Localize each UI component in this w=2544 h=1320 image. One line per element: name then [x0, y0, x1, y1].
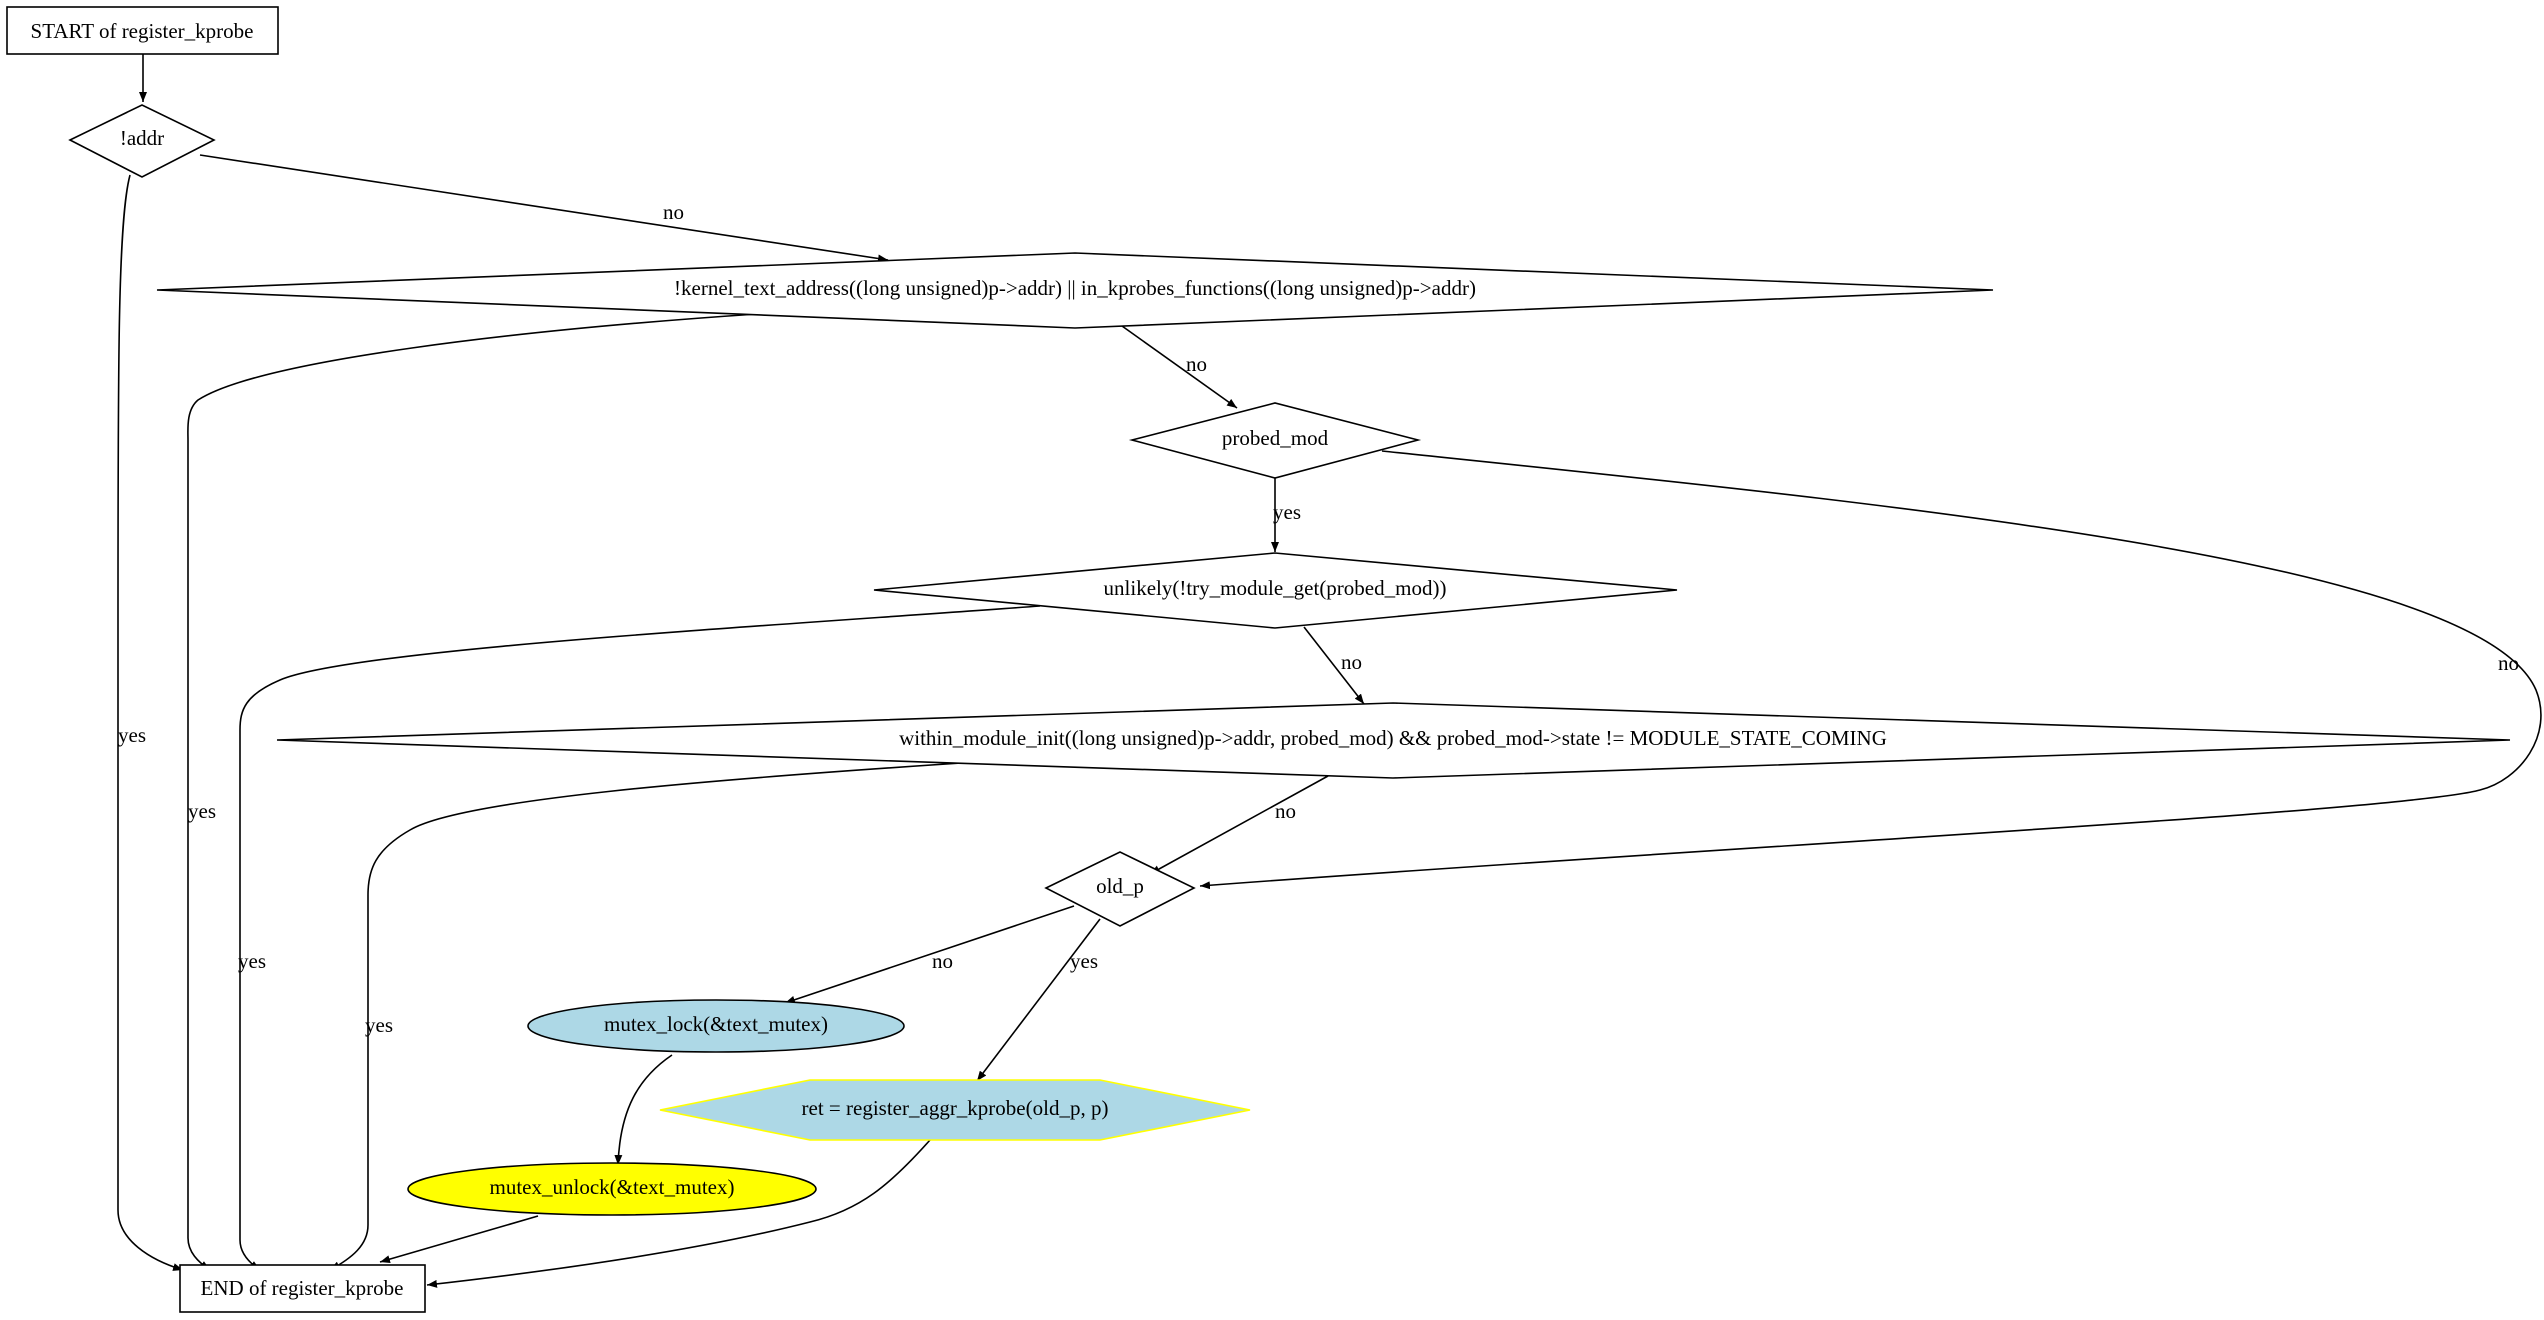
try-module-get-decision-label: unlikely(!try_module_get(probed_mod)) [1104, 576, 1447, 600]
mutex-unlock-node: mutex_unlock(&text_mutex) [407, 1162, 817, 1216]
edge-label-no: no [663, 200, 684, 224]
old-p-decision-node: old_p [1044, 851, 1196, 927]
nodes: START of register_kprobe !addr !kernel_t… [6, 6, 2511, 1313]
edge-mutex-unlock-to-end [379, 1215, 539, 1264]
edge-label-no: no [1186, 352, 1207, 376]
edge-try-module-get-to-within-module-init [1303, 626, 1365, 705]
edge-label-yes: yes [1070, 949, 1098, 973]
edge-label-no: no [932, 949, 953, 973]
mutex-lock-label: mutex_lock(&text_mutex) [604, 1012, 828, 1036]
edges: no yes no yes yes no no yes no yes no ye… [117, 54, 2542, 1288]
edge-label-no: no [1341, 650, 1362, 674]
edge-label-yes: yes [1273, 500, 1301, 524]
start-node: START of register_kprobe [6, 6, 279, 55]
within-module-init-decision-node: within_module_init((long unsigned)p->add… [276, 702, 2511, 779]
start-node-label: START of register_kprobe [31, 19, 254, 43]
edge-label-yes: yes [118, 723, 146, 747]
edge-old-p-to-mutex-lock [784, 905, 1075, 1004]
edge-try-module-get-to-end [239, 605, 1041, 1271]
register-aggr-kprobe-node: ret = register_aggr_kprobe(old_p, p) [659, 1079, 1251, 1141]
edge-label-no: no [1275, 799, 1296, 823]
edge-label-no: no [2498, 651, 2519, 675]
edge-mutex-lock-to-mutex-unlock [614, 1054, 673, 1166]
edge-label-yes: yes [238, 949, 266, 973]
edge-register-aggr-to-end [426, 1139, 931, 1288]
edge-label-yes: yes [365, 1013, 393, 1037]
mutex-unlock-label: mutex_unlock(&text_mutex) [490, 1175, 735, 1199]
edge-within-module-init-to-old-p [1149, 775, 1329, 875]
edge-old-p-to-register-aggr [976, 918, 1101, 1082]
within-module-init-decision-label: within_module_init((long unsigned)p->add… [899, 726, 1887, 750]
kernel-text-decision-node: !kernel_text_address((long unsigned)p->a… [156, 252, 1994, 329]
addr-decision-label: !addr [120, 126, 164, 150]
edge-kernel-text-to-probed-mod [1121, 325, 1238, 409]
edge-within-module-init-to-end [329, 761, 978, 1271]
old-p-decision-label: old_p [1096, 874, 1144, 898]
edge-label-yes: yes [188, 799, 216, 823]
addr-decision-node: !addr [68, 104, 216, 178]
edge-probed-mod-to-old-p [1199, 450, 2542, 890]
end-node-label: END of register_kprobe [201, 1276, 404, 1300]
end-node: END of register_kprobe [179, 1264, 426, 1313]
register-aggr-kprobe-label: ret = register_aggr_kprobe(old_p, p) [802, 1096, 1109, 1120]
edge-kernel-text-to-end [187, 313, 758, 1271]
try-module-get-decision-node: unlikely(!try_module_get(probed_mod)) [873, 552, 1678, 629]
edge-addr-to-end [117, 174, 184, 1271]
probed-mod-decision-node: probed_mod [1128, 402, 1422, 479]
kernel-text-decision-label: !kernel_text_address((long unsigned)p->a… [674, 276, 1476, 300]
probed-mod-decision-label: probed_mod [1222, 426, 1329, 450]
mutex-lock-node: mutex_lock(&text_mutex) [527, 999, 905, 1053]
edge-addr-to-kernel-text [199, 154, 889, 263]
